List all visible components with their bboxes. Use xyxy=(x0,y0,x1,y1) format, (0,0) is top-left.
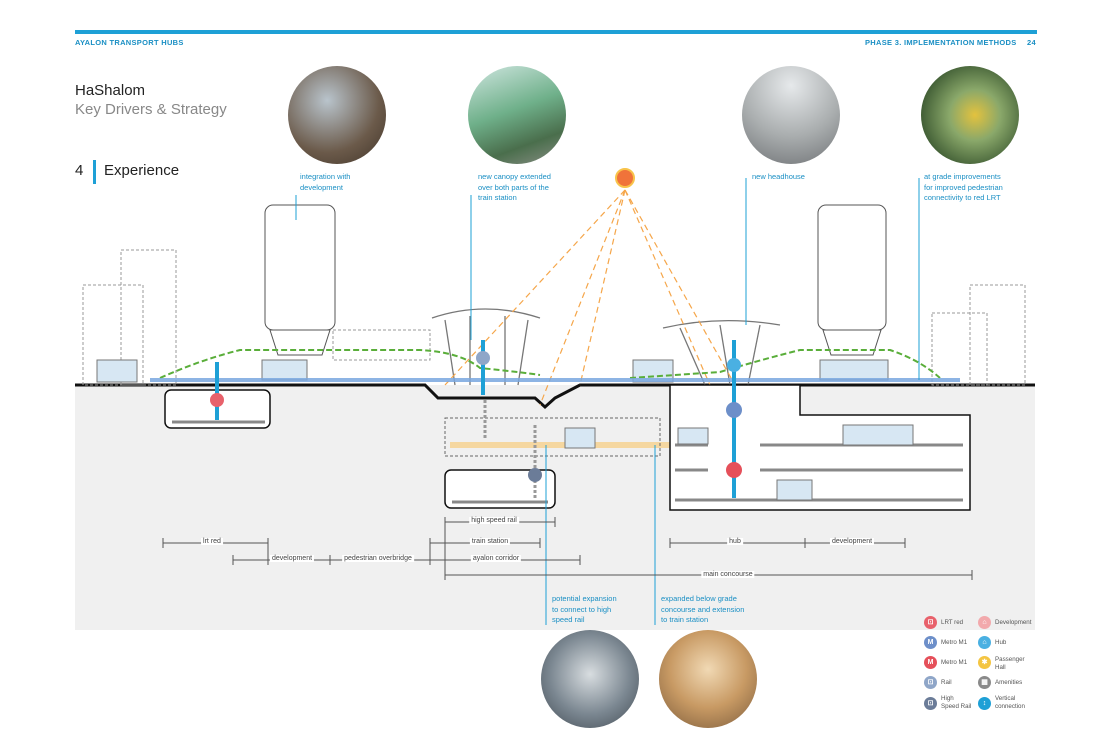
dim-development-right: development xyxy=(829,538,875,545)
hsr-marker xyxy=(528,468,542,482)
photo-integration xyxy=(288,66,386,164)
legend-label-lrt: LRT red xyxy=(941,619,964,626)
hub-marker xyxy=(727,358,741,372)
high-speed-rail-icon: ⊡ xyxy=(924,697,937,710)
note-integration: integration with development xyxy=(300,172,351,192)
section-marker xyxy=(93,160,96,184)
section-title: Experience xyxy=(104,162,180,179)
dim-train-station: train station xyxy=(469,538,511,545)
glass-pavilions xyxy=(96,359,889,383)
passenger-hall-icon: ✱ xyxy=(978,656,991,669)
lrt-icon: ⊡ xyxy=(924,616,937,629)
page-number: 24 xyxy=(1027,38,1036,47)
dim-high-speed-rail: high speed rail xyxy=(469,517,519,524)
high-speed-rail-box xyxy=(444,469,556,509)
header-rule xyxy=(75,30,1037,34)
underground-glass xyxy=(564,424,914,501)
note-expansion: potential expansion to connect to high s… xyxy=(552,594,617,624)
photo-expanded xyxy=(659,630,757,728)
legend-label-vertical-connection: Vertical connection xyxy=(995,695,1025,710)
sun xyxy=(615,168,635,188)
towers xyxy=(264,204,887,356)
dim-lrt-red: lrt red xyxy=(201,538,223,545)
legend-label-amenities: Amenities xyxy=(995,679,1023,686)
page-subtitle: Key Drivers & Strategy xyxy=(75,101,227,118)
vertical-connection-icon: ↕ xyxy=(978,697,991,710)
leader-lines xyxy=(295,178,920,625)
canopies xyxy=(431,308,781,386)
legend-label-passenger-hall: Passenger Hall xyxy=(995,656,1025,671)
photo-atgrade xyxy=(921,66,1019,164)
development-icon: ⌂ xyxy=(978,616,991,629)
metro-red-marker xyxy=(726,462,742,478)
dim-ayalon-corridor: ayalon corridor xyxy=(470,555,522,562)
dim-development-left: development xyxy=(269,555,315,562)
chapter-title: PHASE 3. IMPLEMENTATION METHODS xyxy=(865,38,1017,47)
legend-label-rail: Rail xyxy=(941,679,952,686)
metro-marker xyxy=(726,402,742,418)
metro-m1-icon: M xyxy=(924,636,937,649)
dim-main-concourse: main concourse xyxy=(701,571,755,578)
note-atgrade: at grade improvements for improved pedes… xyxy=(924,172,1003,202)
document-title: AYALON TRANSPORT HUBS xyxy=(75,38,184,47)
note-canopy: new canopy extended over both parts of t… xyxy=(478,172,551,202)
hub-icon: ⌂ xyxy=(978,636,991,649)
note-headhouse: new headhouse xyxy=(752,172,805,181)
section-number: 4 xyxy=(75,162,84,179)
background-buildings xyxy=(82,249,1026,386)
amenities-icon: ▦ xyxy=(978,676,991,689)
photo-canopy xyxy=(468,66,566,164)
hub-box xyxy=(669,384,971,511)
rail-marker xyxy=(476,351,490,365)
legend-label-high-speed-rail: High Speed Rail xyxy=(941,695,972,710)
legend-label-metro: Metro M1 xyxy=(941,639,968,646)
page-title: HaShalom xyxy=(75,82,146,99)
legend-label-development: Development xyxy=(995,619,1032,626)
legend-label-metro-red: Metro M1 xyxy=(941,659,968,666)
photo-expansion xyxy=(541,630,639,728)
dim-pedestrian-overbridge: pedestrian overbridge xyxy=(342,555,414,562)
rail-concourse-box xyxy=(444,417,661,457)
lrt-marker xyxy=(210,393,224,407)
photo-headhouse xyxy=(742,66,840,164)
green-path xyxy=(159,349,541,379)
note-expanded: expanded below grade concourse and exten… xyxy=(661,594,745,624)
legend-label-hub: Hub xyxy=(995,639,1007,646)
ground-line xyxy=(75,383,1035,410)
metro-m1-red-icon: M xyxy=(924,656,937,669)
dim-hub: hub xyxy=(727,538,743,545)
rail-icon: ⊡ xyxy=(924,676,937,689)
green-path-right xyxy=(629,349,941,379)
